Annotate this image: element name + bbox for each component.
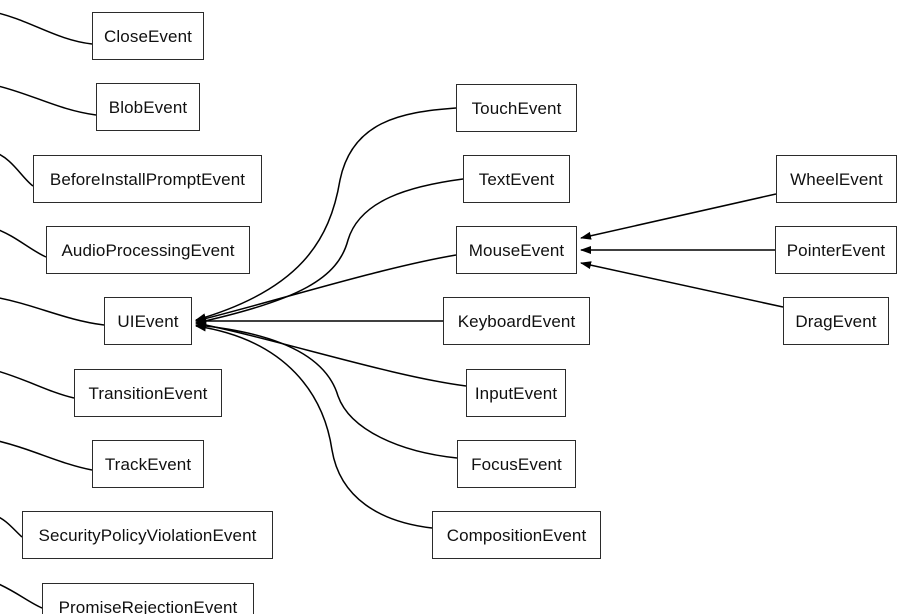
node-uievent[interactable]: UIEvent	[104, 297, 192, 345]
edge-inputevent-to-uievent	[195, 321, 467, 387]
node-securitypolicyviolationevent[interactable]: SecurityPolicyViolationEvent	[22, 511, 273, 559]
node-label: TrackEvent	[104, 454, 192, 474]
edge-offscreen-parent-to-closeevent	[0, 12, 93, 45]
node-label: InputEvent	[474, 383, 558, 403]
node-label: PromiseRejectionEvent	[58, 597, 238, 614]
node-label: PointerEvent	[786, 240, 886, 260]
node-label: FocusEvent	[471, 454, 562, 474]
node-wheelevent[interactable]: WheelEvent	[776, 155, 897, 203]
node-label: BeforeInstallPromptEvent	[49, 169, 246, 189]
node-label: BlobEvent	[108, 97, 188, 117]
node-keyboardevent[interactable]: KeyboardEvent	[443, 297, 590, 345]
node-beforeinstallpromptevent[interactable]: BeforeInstallPromptEvent	[33, 155, 262, 203]
edge-offscreen-parent-to-transitionevent	[0, 370, 75, 399]
node-audioprocessingevent[interactable]: AudioProcessingEvent	[46, 226, 250, 274]
node-label: AudioProcessingEvent	[61, 240, 235, 260]
node-focusevent[interactable]: FocusEvent	[457, 440, 576, 488]
node-mouseevent[interactable]: MouseEvent	[456, 226, 577, 274]
edge-offscreen-parent-to-trackevent	[0, 440, 93, 471]
edge-focusevent-to-uievent	[195, 321, 458, 459]
node-label: WheelEvent	[790, 169, 883, 189]
node-label: TextEvent	[478, 169, 555, 189]
node-label: UIEvent	[117, 311, 179, 331]
edge-offscreen-parent-to-audioprocessingevent	[0, 229, 47, 258]
edge-compositionevent-to-uievent	[195, 323, 433, 529]
node-label: CloseEvent	[104, 26, 192, 46]
edge-touchevent-to-uievent	[195, 107, 457, 322]
node-label: DragEvent	[795, 311, 877, 331]
node-label: KeyboardEvent	[457, 311, 576, 331]
node-touchevent[interactable]: TouchEvent	[456, 84, 577, 132]
node-transitionevent[interactable]: TransitionEvent	[74, 369, 222, 417]
edge-dragevent-to-mouseevent	[580, 261, 784, 308]
node-blobevent[interactable]: BlobEvent	[96, 83, 200, 131]
edge-offscreen-parent-to-securitypolicyviolationevent	[0, 516, 23, 538]
node-closeevent[interactable]: CloseEvent	[92, 12, 204, 60]
edge-offscreen-parent-to-blobevent	[0, 85, 97, 116]
node-promiserejectionevent[interactable]: PromiseRejectionEvent	[42, 583, 254, 614]
edge-offscreen-parent-to-beforeinstallpromptevent	[0, 153, 34, 187]
node-dragevent[interactable]: DragEvent	[783, 297, 889, 345]
edge-offscreen-parent-to-uievent	[0, 297, 105, 326]
node-label: TransitionEvent	[88, 383, 208, 403]
node-textevent[interactable]: TextEvent	[463, 155, 570, 203]
node-trackevent[interactable]: TrackEvent	[92, 440, 204, 488]
node-pointerevent[interactable]: PointerEvent	[775, 226, 897, 274]
node-label: CompositionEvent	[446, 525, 587, 545]
node-label: TouchEvent	[471, 98, 562, 118]
node-inputevent[interactable]: InputEvent	[466, 369, 566, 417]
edge-wheelevent-to-mouseevent	[580, 193, 777, 240]
node-label: MouseEvent	[468, 240, 565, 260]
node-compositionevent[interactable]: CompositionEvent	[432, 511, 601, 559]
edge-offscreen-parent-to-promiserejectionevent	[0, 583, 43, 609]
node-label: SecurityPolicyViolationEvent	[38, 525, 257, 545]
